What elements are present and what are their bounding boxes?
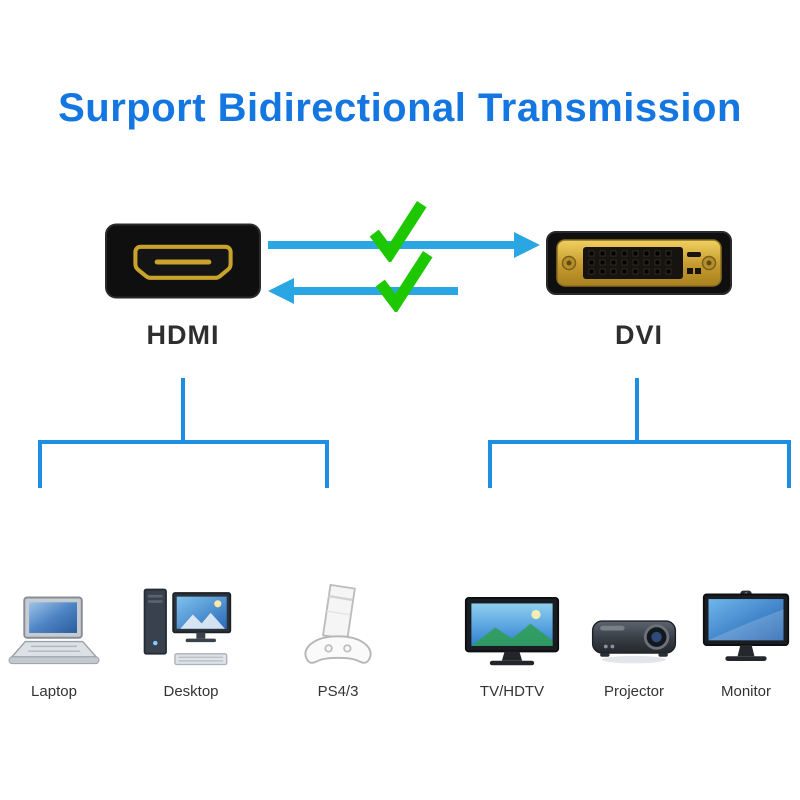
dvi-branch-tick-left [488, 440, 492, 488]
hdmi-branch-tick-right [325, 440, 329, 488]
hdmi-label: HDMI [146, 320, 220, 350]
dvi-branch-bar [488, 440, 791, 444]
hdmi-branch-bar [38, 440, 329, 444]
dvi-label: DVI [614, 320, 663, 350]
device-label: TV/HDTV [479, 683, 545, 700]
device-label: Projector [603, 683, 665, 700]
dvi-connector [545, 230, 733, 296]
hdmi-branch-stem [181, 378, 185, 440]
device-label: Laptop [31, 683, 77, 700]
device-label: PS4/3 [317, 683, 359, 700]
device-label: Monitor [720, 683, 772, 700]
device-label: Desktop [163, 683, 219, 700]
device-tv: TV/HDTV [460, 548, 564, 700]
device-laptop: Laptop [2, 548, 106, 700]
monitor-icon [702, 590, 790, 661]
dvi-branch-stem [635, 378, 639, 440]
desktop-icon [143, 588, 232, 666]
laptop-icon [8, 596, 100, 665]
arrow-left-icon [268, 278, 458, 304]
device-monitor: Monitor [696, 548, 796, 700]
game-console-icon [304, 583, 372, 664]
device-projector: Projector [582, 548, 686, 700]
checkmark-icon [374, 250, 434, 312]
hdmi-connector [104, 222, 262, 300]
tv-icon [464, 597, 560, 666]
device-ps4: PS4/3 [288, 548, 388, 700]
device-desktop: Desktop [136, 548, 246, 700]
checkmark-icon [368, 200, 428, 262]
hdmi-branch-tick-left [38, 440, 42, 488]
hdmi-connector-icon [105, 223, 261, 299]
page-title: Surport Bidirectional Transmission [58, 86, 742, 130]
dvi-branch-tick-right [787, 440, 791, 488]
projector-icon [591, 620, 677, 664]
dvi-connector-icon [546, 231, 732, 295]
